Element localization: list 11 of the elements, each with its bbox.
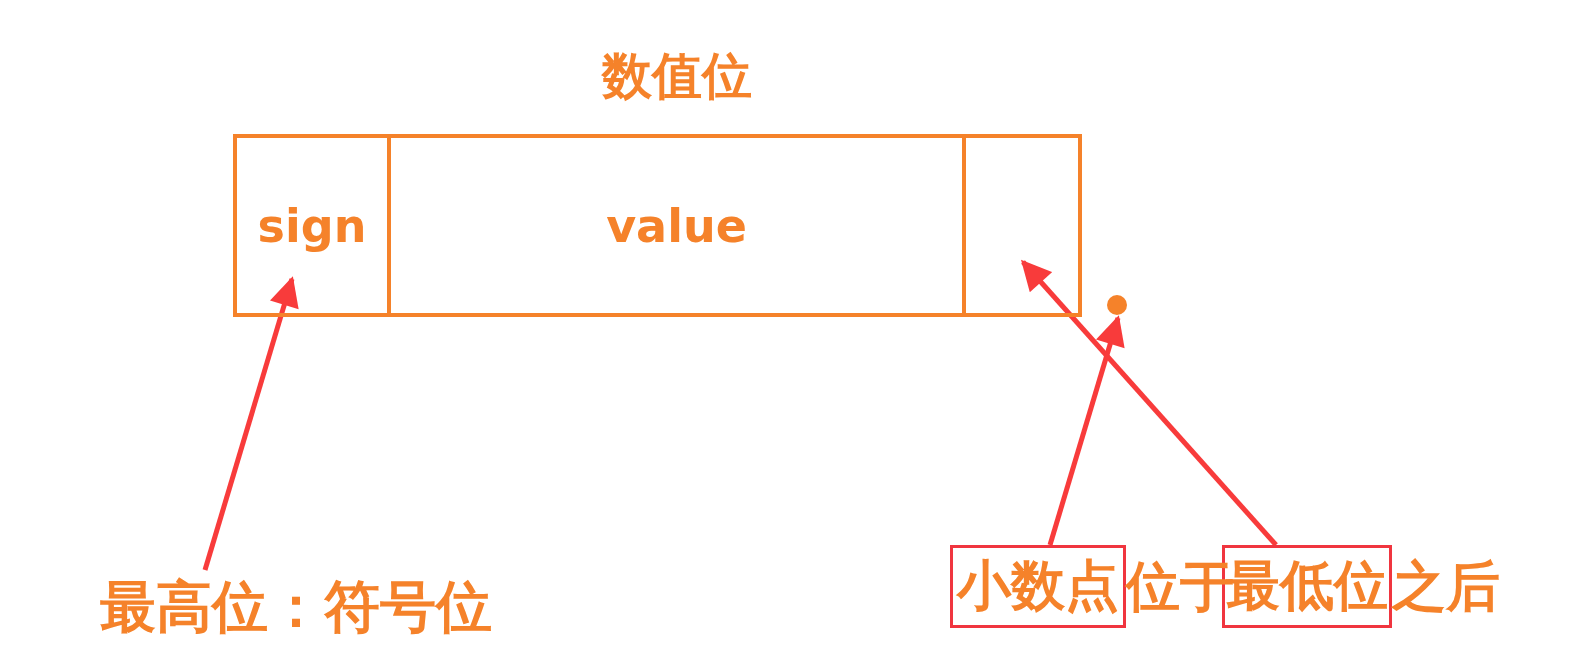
arrow — [202, 276, 299, 571]
field-label: value — [606, 198, 747, 253]
annotation-text: 之后 — [1392, 554, 1500, 620]
annotation-text: 最高位：符号位 — [100, 574, 492, 639]
heading: 数值位 — [600, 46, 753, 107]
arrow — [1047, 315, 1125, 546]
arrow — [1021, 259, 1278, 547]
highlight-box — [950, 545, 1126, 628]
field-label: sign — [257, 198, 367, 253]
decimal-point-dot — [1107, 295, 1127, 315]
annotation-text: 小数点 — [957, 553, 1119, 619]
